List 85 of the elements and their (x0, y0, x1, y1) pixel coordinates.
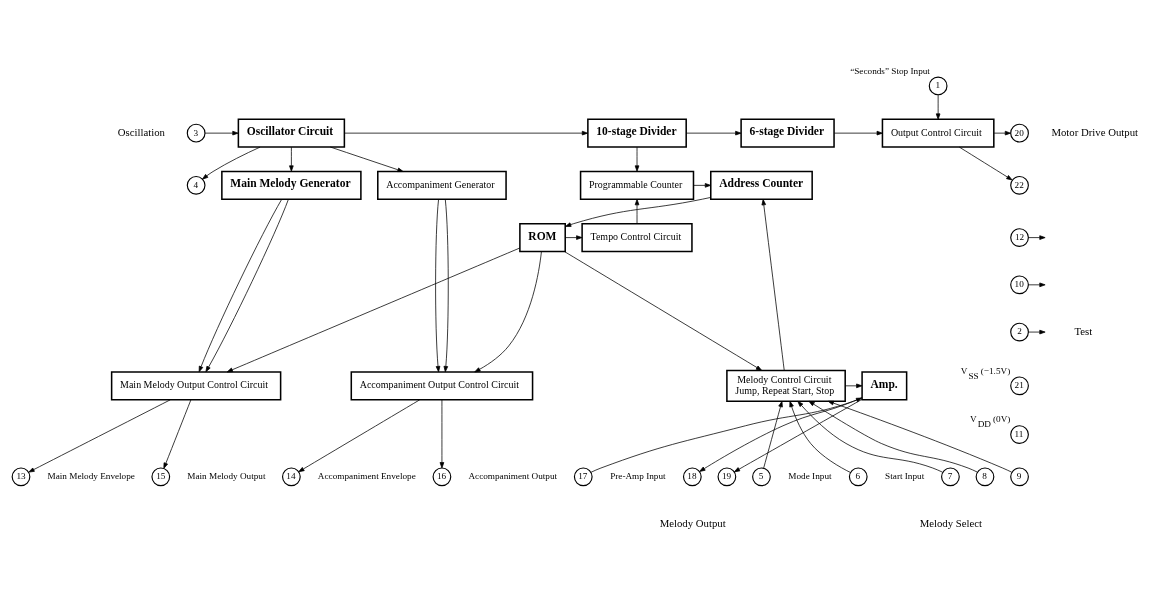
arrow (28, 398, 171, 472)
label: Melody Output (659, 516, 726, 529)
arrow (565, 234, 583, 240)
arrow (789, 400, 851, 473)
node-box: Programmable Counter (579, 170, 695, 200)
node-circle: 12 (1010, 227, 1029, 247)
arrow (733, 398, 863, 472)
node-circle: 16 (432, 466, 452, 486)
node-circle: 21 (1010, 375, 1029, 395)
node-circle: 11 (1010, 424, 1029, 444)
node-box: Accompaniment Output Control Circuit (350, 370, 534, 400)
node-box: Amp. (861, 370, 908, 400)
arrow (935, 93, 941, 120)
node-box: 10-stage Divider (587, 118, 687, 148)
label: Melody Select (919, 516, 983, 529)
node-circle: 10 (1010, 274, 1029, 294)
label: Test (1074, 324, 1093, 337)
arrow (565, 196, 711, 227)
node-circle: 2 (1010, 322, 1029, 341)
node-box: Address Counter (710, 170, 813, 200)
node-circle: 7 (941, 466, 960, 486)
arrow (958, 146, 1013, 180)
node-box: Output Control Circuit (881, 118, 995, 148)
arrow (797, 400, 943, 473)
node-box: Main Melody Output Control Circuit (110, 370, 282, 400)
node-label: Main Melody Output (187, 470, 266, 481)
node-circle: 6 (848, 466, 868, 486)
node-circle: 5 (752, 466, 771, 486)
node-circle: 15 (151, 466, 171, 486)
node-circle: 13 (11, 466, 31, 486)
arrow (634, 198, 640, 224)
node-label: Accompaniment Output (468, 470, 558, 481)
node-box: Tempo Control Circuit (581, 222, 693, 252)
arrow (808, 400, 978, 472)
arrow (289, 146, 294, 172)
node-label: Pre-Amp Input (610, 470, 666, 481)
arrow (298, 398, 421, 472)
node-circle: 4 (186, 175, 206, 195)
node-circle: 18 (682, 466, 702, 486)
arrow (439, 398, 445, 468)
arrow (443, 198, 449, 372)
arrow (202, 146, 261, 180)
node-circle: 17 (573, 466, 593, 486)
node-circle: 1 (928, 76, 948, 95)
arrow (163, 398, 192, 469)
arrow (204, 130, 239, 135)
node-box: ROM (519, 222, 566, 252)
node-label: Mode Input (788, 470, 832, 481)
arrow (761, 198, 785, 371)
arrow (564, 250, 763, 371)
label: Oscillation (117, 125, 165, 138)
node-circle: 9 (1010, 466, 1029, 486)
arrow (590, 397, 863, 473)
arrow (205, 198, 289, 372)
node-circle: 14 (281, 466, 301, 486)
arrow (686, 130, 742, 135)
arrow (226, 247, 521, 372)
node-label: Start Input (885, 470, 925, 481)
arrow (699, 396, 863, 472)
node-box: Main Melody Generator (221, 170, 362, 200)
node-circle: 3 (186, 123, 206, 143)
node-circle: 20 (1010, 123, 1029, 143)
node-circle: 22 (1010, 175, 1029, 195)
arrow (693, 182, 711, 188)
node-box: Oscillator Circuit (237, 118, 346, 148)
node-label: Main Melody Envelope (47, 470, 135, 481)
node-box: 6-stage Divider (740, 118, 835, 148)
arrow (474, 250, 542, 372)
label: Motor Drive Output (1051, 125, 1139, 138)
arrow (993, 130, 1011, 135)
arrow (435, 198, 441, 372)
arrow (845, 383, 863, 388)
node-circle: 8 (975, 466, 995, 486)
arrow (344, 130, 589, 135)
node-label: Accompaniment Envelope (317, 470, 416, 481)
node-box: Accompaniment Generator (377, 170, 507, 200)
arrow (833, 130, 883, 135)
arrow (329, 146, 404, 172)
arrow (198, 198, 282, 372)
node-box: Melody Control Circuit Jump, Repeat Start, Stop (726, 369, 846, 402)
node-label: “Seconds” Stop Input (850, 65, 930, 76)
arrow (634, 146, 640, 172)
arrow (827, 400, 1013, 473)
node-circle: 19 (717, 466, 737, 486)
arrow (763, 400, 783, 469)
